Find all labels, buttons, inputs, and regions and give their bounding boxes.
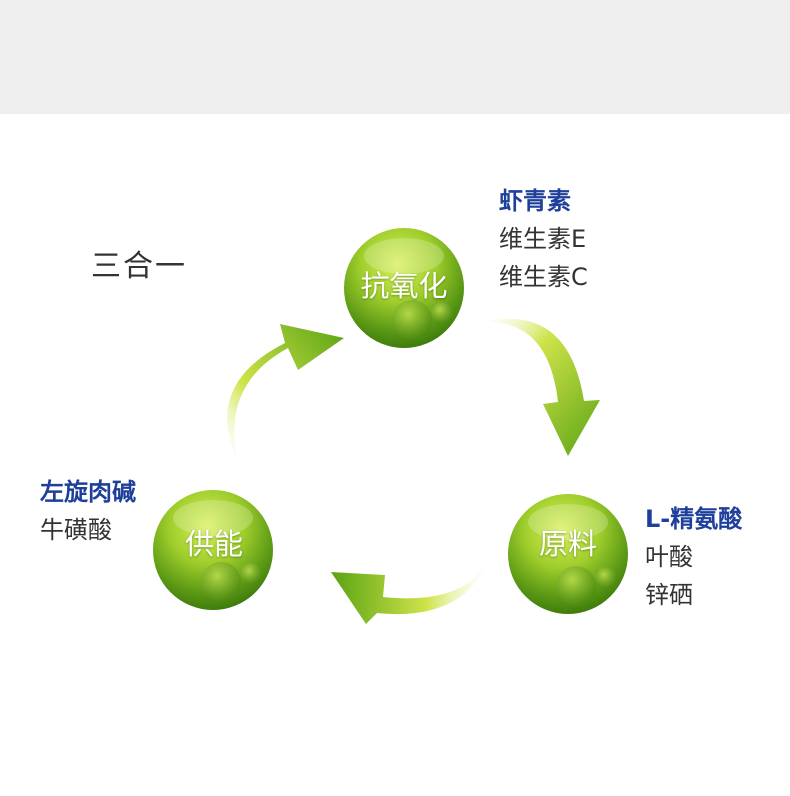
ingredient-highlight: 左旋肉碱 <box>40 478 136 506</box>
node-label-energy: 供能 <box>184 527 243 561</box>
arrow-left-to-top <box>227 324 344 462</box>
ingredients-left: 左旋肉碱 牛磺酸 <box>40 473 136 549</box>
diagram-title: 三合一 <box>91 249 187 284</box>
ingredient-item: 牛磺酸 <box>40 516 112 544</box>
ingredient-item: 叶酸 <box>645 543 693 571</box>
ingredient-item: 锌硒 <box>645 581 693 609</box>
ingredients-top: 虾青素 维生素E 维生素C <box>499 182 588 296</box>
node-sphere-antioxidant <box>344 228 464 348</box>
node-sphere-energy <box>153 490 273 610</box>
ingredients-right: L-精氨酸 叶酸 锌硒 <box>645 500 742 614</box>
node-label-antioxidant: 抗氧化 <box>360 269 448 303</box>
arrow-top-to-right <box>478 318 600 456</box>
ingredient-item: 维生素C <box>499 263 588 291</box>
ingredient-item: 维生素E <box>499 225 587 253</box>
ingredient-highlight: 虾青素 <box>499 187 571 215</box>
header-band <box>0 0 790 114</box>
node-sphere-raw-material <box>508 494 628 614</box>
ingredient-highlight: L-精氨酸 <box>645 505 743 533</box>
arrow-right-to-left <box>331 555 491 624</box>
node-label-raw-material: 原料 <box>538 527 597 561</box>
